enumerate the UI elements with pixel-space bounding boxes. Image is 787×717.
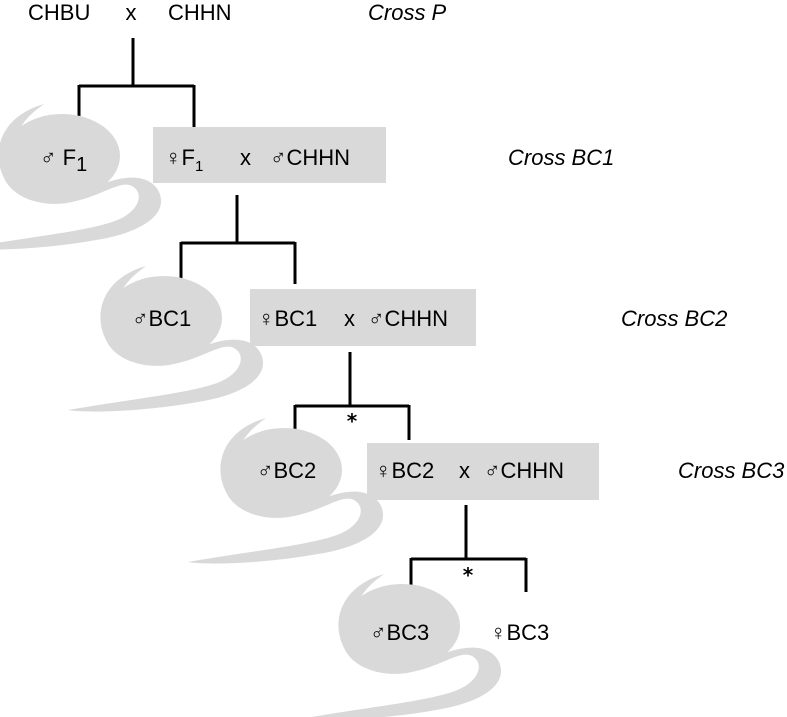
male-bc3-label: ♂BC3 [370, 620, 429, 645]
cross-bc2-label: Cross BC2 [621, 306, 727, 331]
generation-bc2: ♂BC1 ♀BC1 x ♂CHHN Cross BC2 [68, 266, 727, 412]
cross-bc2-times: x [344, 306, 355, 331]
female-bc2-label: ♀BC2 [375, 458, 434, 483]
mate-chhn-bc1: ♂CHHN [270, 145, 350, 170]
bracket-bc1 [179, 195, 297, 284]
bracket-bc2: * [293, 352, 411, 440]
female-bc3-label: ♀BC3 [490, 620, 549, 645]
cross-bc3-times: x [459, 458, 470, 483]
male-f1-label: ♂ F1 [40, 145, 87, 176]
generation-bc3: ♂BC2 ♀BC2 x ♂CHHN Cross BC3 [188, 418, 785, 564]
bracket-bc3: * [409, 505, 528, 592]
male-bc2-label: ♂BC2 [257, 458, 316, 483]
embryo-bc2-male [188, 418, 384, 564]
parental-times: x [126, 0, 137, 25]
parent-chbu: CHBU [28, 0, 90, 25]
male-bc1-label: ♂BC1 [132, 306, 191, 331]
bracket-p [77, 38, 196, 127]
embryo-bc3-male [306, 574, 502, 717]
cross-p-label: Cross P [368, 0, 447, 25]
asterisk-bc3: * [463, 563, 474, 587]
embryo-f1-male [0, 104, 162, 250]
parent-chhn: CHHN [168, 0, 232, 25]
female-bc1-label: ♀BC1 [258, 306, 317, 331]
cross-bc3-label: Cross BC3 [678, 458, 785, 483]
cross-box-bc1 [153, 127, 386, 183]
mate-chhn-bc2: ♂CHHN [368, 306, 448, 331]
generation-bc1: ♂ F1 ♀F1 x ♂CHHN Cross BC1 [0, 104, 614, 250]
cross-bc1-times: x [240, 145, 251, 170]
cross-box-bc2 [250, 289, 476, 346]
cross-box-bc3 [367, 443, 599, 500]
female-f1-label: ♀F1 [165, 145, 203, 175]
embryo-bc1-male [68, 266, 264, 412]
cross-bc1-label: Cross BC1 [508, 145, 614, 170]
mate-chhn-bc3: ♂CHHN [484, 458, 564, 483]
asterisk-bc2: * [347, 409, 358, 433]
offspring-bc3: ♂BC3 ♀BC3 [306, 574, 549, 717]
parental-cross: CHBU x CHHN Cross P [28, 0, 447, 25]
